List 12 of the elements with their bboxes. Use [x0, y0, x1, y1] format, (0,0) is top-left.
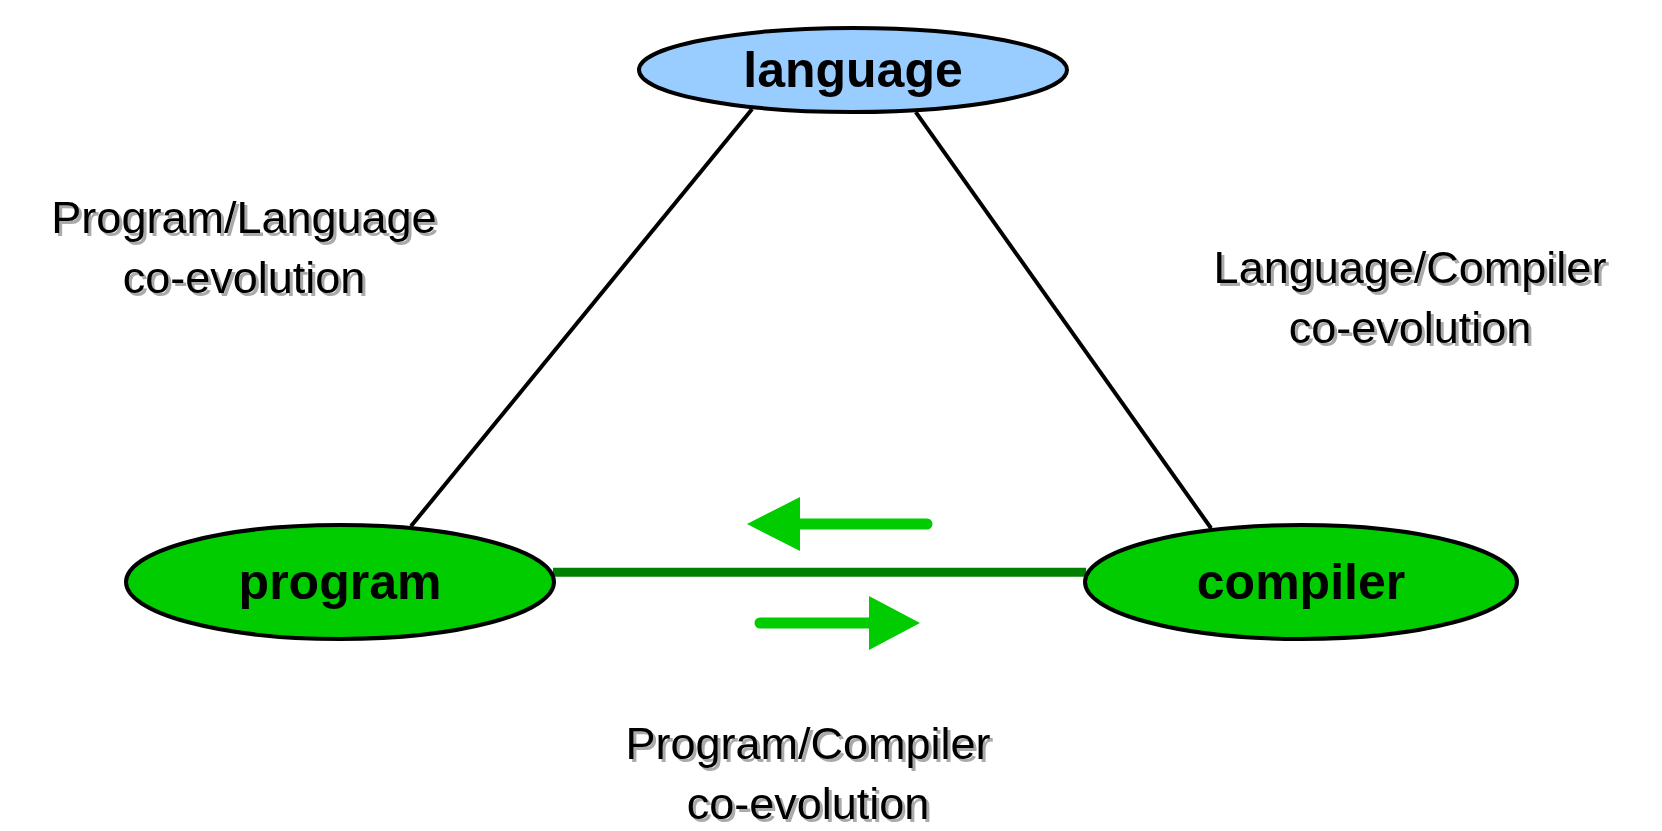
ellipse-node — [124, 523, 556, 641]
edge-label: Program/Language co-evolution — [50, 191, 438, 305]
node-label: program — [238, 553, 442, 611]
edge-label: Language/Compiler co-evolution — [1212, 241, 1608, 355]
node-label: language — [743, 41, 963, 99]
ellipse-node — [637, 26, 1069, 114]
ellipse-node — [1083, 523, 1519, 641]
connector-line — [552, 567, 1087, 577]
connector-line — [914, 110, 1213, 530]
node-label: compiler — [1196, 553, 1406, 611]
edge-label: Program/Compiler co-evolution — [624, 717, 992, 831]
connector-line — [409, 107, 754, 528]
